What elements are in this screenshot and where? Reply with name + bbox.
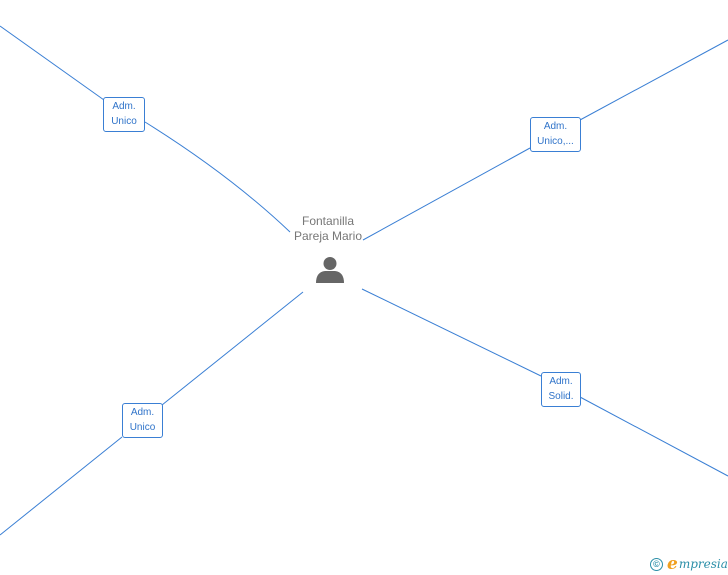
role-box-top-right[interactable]: Adm. Unico,... [530,117,581,152]
edge-top-right [362,39,728,241]
role-label-line1: Adm. [112,101,136,112]
role-box-bottom-left[interactable]: Adm. Unico [122,403,163,438]
copyright-icon: © [650,557,663,571]
role-label-line2: Unico,... [537,136,574,147]
person-name-line1: Fontanilla [301,214,355,228]
role-label-line2: Unico [129,422,156,433]
role-label-line1: Adm. [130,407,155,418]
role-box-bottom-right[interactable]: Adm. Solid. [541,372,581,407]
role-label-line1: Adm. [543,121,568,132]
person-name[interactable]: Fontanilla Pareja Mario [272,214,384,244]
role-label-line2: Solid. [548,391,574,402]
edge-bottom-left [0,291,304,536]
brand-initial: e [667,554,678,574]
person-icon[interactable] [314,255,346,285]
role-box-top-left[interactable]: Adm. Unico [103,97,145,132]
empresia-watermark: © e mpresia [650,555,728,573]
edge-top-left [0,25,291,233]
edge-bottom-right [361,288,728,477]
role-label-line1: Adm. [549,376,573,387]
brand-name: mpresia [678,557,728,571]
role-label-line2: Unico [111,116,137,127]
person-name-line2: Pareja Mario [293,229,363,243]
